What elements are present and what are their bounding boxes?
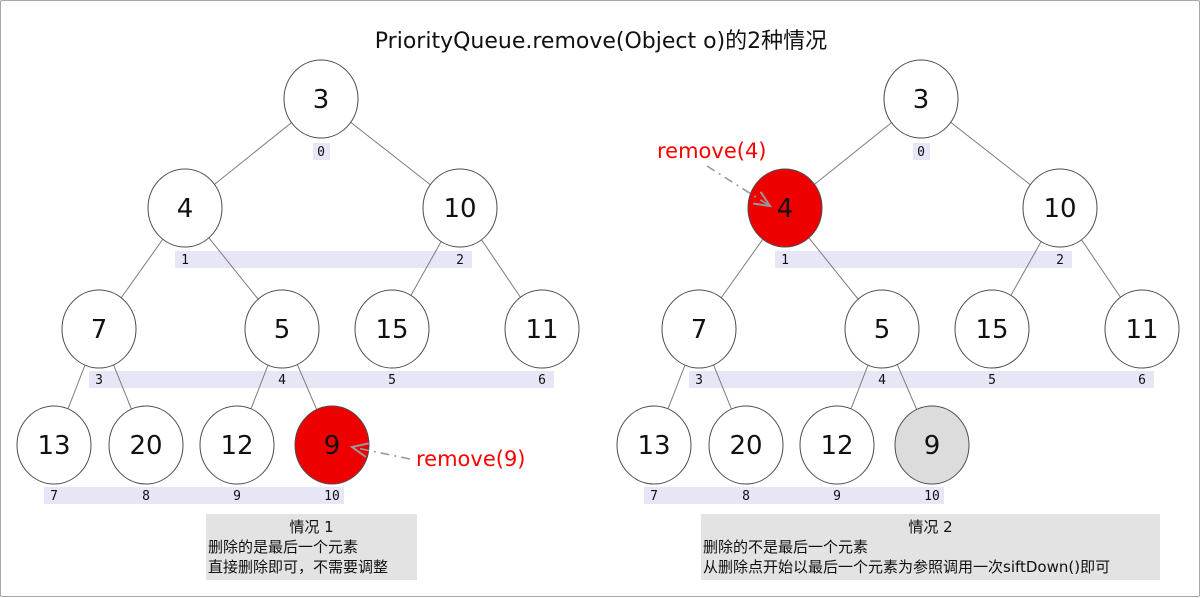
caption-case-2: 情况 2 删除的不是最后一个元素 从删除点开始以最后一个元素为参照调用一次sif… bbox=[701, 514, 1160, 580]
tree-node-4 bbox=[147, 168, 223, 248]
caption-case-2-line-2: 从删除点开始以最后一个元素为参照调用一次siftDown()即可 bbox=[703, 558, 1111, 576]
heap-index-label: 7 bbox=[50, 489, 58, 504]
tree-node-value: 12 bbox=[820, 431, 853, 461]
heap-index-label: 8 bbox=[142, 489, 150, 504]
remove-annotation-label: remove(4) bbox=[657, 139, 767, 163]
caption-case-2-title: 情况 2 bbox=[908, 518, 953, 536]
tree-node-value: 5 bbox=[874, 315, 891, 345]
heap-index-label: 7 bbox=[650, 489, 658, 504]
tree-node-value: 20 bbox=[729, 431, 762, 461]
tree-node-value: 15 bbox=[975, 315, 1008, 345]
index-band bbox=[44, 487, 344, 504]
tree-node-value: 13 bbox=[37, 431, 70, 461]
heap-index-label: 3 bbox=[695, 373, 703, 388]
tree-node-9 bbox=[894, 405, 970, 485]
tree-node-value: 3 bbox=[313, 85, 330, 115]
tree-node-7 bbox=[61, 289, 137, 369]
tree-node-value: 7 bbox=[91, 315, 108, 345]
tree-node-11 bbox=[504, 289, 580, 369]
heap-index-label: 1 bbox=[181, 253, 189, 268]
tree-node-value: 9 bbox=[924, 431, 941, 461]
heap-index-label: 5 bbox=[388, 373, 396, 388]
tree-node-12 bbox=[799, 405, 875, 485]
caption-case-1: 情况 1 删除的是最后一个元素 直接删除即可，不需要调整 bbox=[206, 514, 417, 580]
tree-node-10 bbox=[1022, 168, 1098, 248]
tree-node-5 bbox=[244, 289, 320, 369]
heap-index-label: 8 bbox=[742, 489, 750, 504]
index-band bbox=[644, 487, 944, 504]
tree-node-10 bbox=[422, 168, 498, 248]
heap-index-label: 4 bbox=[878, 373, 886, 388]
tree-node-value: 20 bbox=[129, 431, 162, 461]
tree-node-value: 13 bbox=[637, 431, 670, 461]
tree-node-value: 9 bbox=[324, 431, 341, 461]
tree-node-value: 3 bbox=[913, 85, 930, 115]
tree-node-12 bbox=[199, 405, 275, 485]
tree-node-value: 4 bbox=[177, 194, 194, 224]
tree-node-13 bbox=[16, 405, 92, 485]
index-band bbox=[175, 251, 472, 268]
tree-node-9 bbox=[294, 405, 370, 485]
tree-node-15 bbox=[354, 289, 430, 369]
heap-index-label: 10 bbox=[324, 489, 340, 504]
tree-node-value: 11 bbox=[1125, 315, 1158, 345]
arrow-head-icon bbox=[349, 442, 369, 458]
heap-index-label: 2 bbox=[1056, 253, 1064, 268]
heap-index-label: 2 bbox=[456, 253, 464, 268]
tree-node-20 bbox=[708, 405, 784, 485]
tree-node-4 bbox=[747, 168, 823, 248]
tree-node-3 bbox=[283, 59, 359, 139]
tree-node-value: 5 bbox=[274, 315, 291, 345]
caption-case-1-line-2: 直接删除即可，不需要调整 bbox=[208, 558, 389, 576]
caption-case-2-line-1: 删除的不是最后一个元素 bbox=[703, 538, 869, 556]
caption-case-1-line-1: 删除的是最后一个元素 bbox=[208, 538, 359, 556]
heap-index-label: 10 bbox=[924, 489, 940, 504]
heap-index-label: 5 bbox=[988, 373, 996, 388]
tree-node-value: 11 bbox=[525, 315, 558, 345]
page-title: PriorityQueue.remove(Object o)的2种情况 bbox=[374, 29, 828, 54]
tree-node-15 bbox=[954, 289, 1030, 369]
tree-node-value: 15 bbox=[375, 315, 408, 345]
tree-node-11 bbox=[1104, 289, 1180, 369]
heap-index-label: 3 bbox=[95, 373, 103, 388]
tree-node-3 bbox=[883, 59, 959, 139]
heap-index-label: 0 bbox=[917, 145, 925, 160]
tree-node-13 bbox=[616, 405, 692, 485]
tree-node-7 bbox=[661, 289, 737, 369]
index-band bbox=[313, 143, 330, 160]
heap-index-label: 9 bbox=[833, 489, 841, 504]
index-band bbox=[913, 143, 930, 160]
heap-index-label: 6 bbox=[538, 373, 546, 388]
tree-node-value: 10 bbox=[1043, 194, 1076, 224]
index-band bbox=[689, 371, 1154, 388]
heap-index-label: 6 bbox=[1138, 373, 1146, 388]
index-band bbox=[89, 371, 554, 388]
index-band bbox=[775, 251, 1072, 268]
heap-index-label: 4 bbox=[278, 373, 286, 388]
caption-case-1-title: 情况 1 bbox=[289, 518, 334, 536]
tree-node-value: 4 bbox=[777, 194, 794, 224]
tree-node-5 bbox=[844, 289, 920, 369]
tree-node-value: 7 bbox=[691, 315, 708, 345]
heap-index-label: 0 bbox=[317, 145, 325, 160]
arrow-head-icon bbox=[753, 191, 773, 208]
remove-arrow-line bbox=[351, 446, 411, 460]
heap-index-label: 9 bbox=[233, 489, 241, 504]
remove-annotation-label: remove(9) bbox=[416, 447, 526, 471]
tree-node-value: 10 bbox=[443, 194, 476, 224]
tree-node-value: 12 bbox=[220, 431, 253, 461]
heap-index-label: 1 bbox=[781, 253, 789, 268]
tree-node-20 bbox=[108, 405, 184, 485]
